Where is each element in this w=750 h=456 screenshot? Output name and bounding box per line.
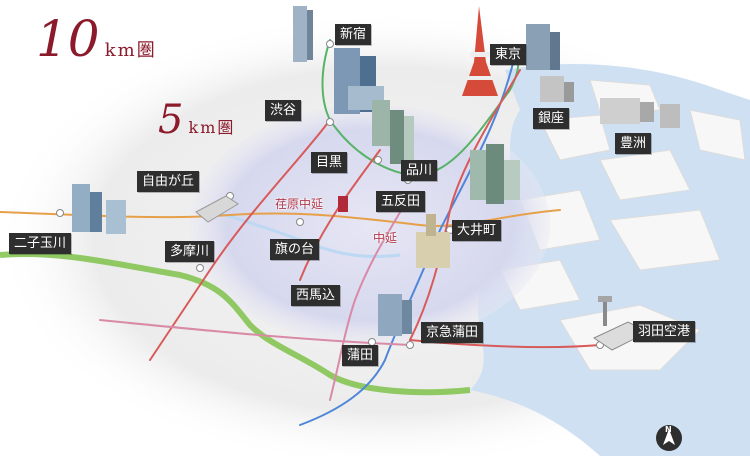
station-label-oimachi[interactable]: 大井町 <box>452 220 502 241</box>
station-label-shibuya[interactable]: 渋谷 <box>265 100 302 121</box>
north-arrow-icon <box>656 425 682 451</box>
station-label-gotanda[interactable]: 五反田 <box>376 191 426 212</box>
station-label-meguro[interactable]: 目黒 <box>311 152 348 173</box>
building-ebaranakanobu <box>338 196 348 212</box>
tokyo-bay-water <box>470 64 750 456</box>
building-shinjuku <box>293 6 384 114</box>
station-label-jiyugaoka[interactable]: 自由が丘 <box>137 171 200 192</box>
building-kamata <box>378 294 412 336</box>
ring-10km-title: 10 km圏 <box>36 14 157 64</box>
station-label-shinagawa[interactable]: 品川 <box>401 160 438 181</box>
tamagawa-river <box>0 251 471 396</box>
station-label-haneda[interactable]: 羽田空港 <box>633 321 696 342</box>
ring-5km-unit: km圏 <box>188 118 236 137</box>
station-label-futakotamagawa[interactable]: 二子玉川 <box>9 233 72 254</box>
north-letter: N <box>665 425 672 434</box>
station-label-shinjuku[interactable]: 新宿 <box>335 24 372 45</box>
building-oimachi <box>470 144 520 204</box>
ring-5km-title: 5 km圏 <box>158 100 235 140</box>
building-tokyo-tower <box>462 6 560 96</box>
station-label-kamata[interactable]: 蒲田 <box>342 345 379 366</box>
building-ginza <box>540 76 574 102</box>
station-label-hatanodai[interactable]: 旗の台 <box>270 239 320 260</box>
station-label-nishimagome[interactable]: 西馬込 <box>291 285 341 306</box>
station-label-tamagawa[interactable]: 多摩川 <box>165 241 215 262</box>
building-nakanobu <box>416 214 450 268</box>
rail-lines <box>0 39 601 426</box>
station-label-toyosu[interactable]: 豊洲 <box>615 133 652 154</box>
ring-10km-number: 10 <box>36 10 100 68</box>
station-label-keikyu-kamata[interactable]: 京急蒲田 <box>421 322 484 343</box>
building-toyosu <box>600 98 680 128</box>
building-jiyugaoka-train <box>195 195 239 223</box>
district-label-ebaranakanobu: 荏原中延 <box>275 197 324 211</box>
ring-10km-unit: km圏 <box>104 40 157 61</box>
ring-5km-number: 5 <box>158 97 184 143</box>
building-futakotamagawa <box>72 184 126 234</box>
ring-5km <box>190 105 550 345</box>
district-label-nakanobu: 中延 <box>373 231 398 245</box>
station-label-ginza[interactable]: 銀座 <box>533 108 570 129</box>
building-shinagawa <box>372 100 414 164</box>
station-label-tokyo[interactable]: 東京 <box>490 44 527 65</box>
